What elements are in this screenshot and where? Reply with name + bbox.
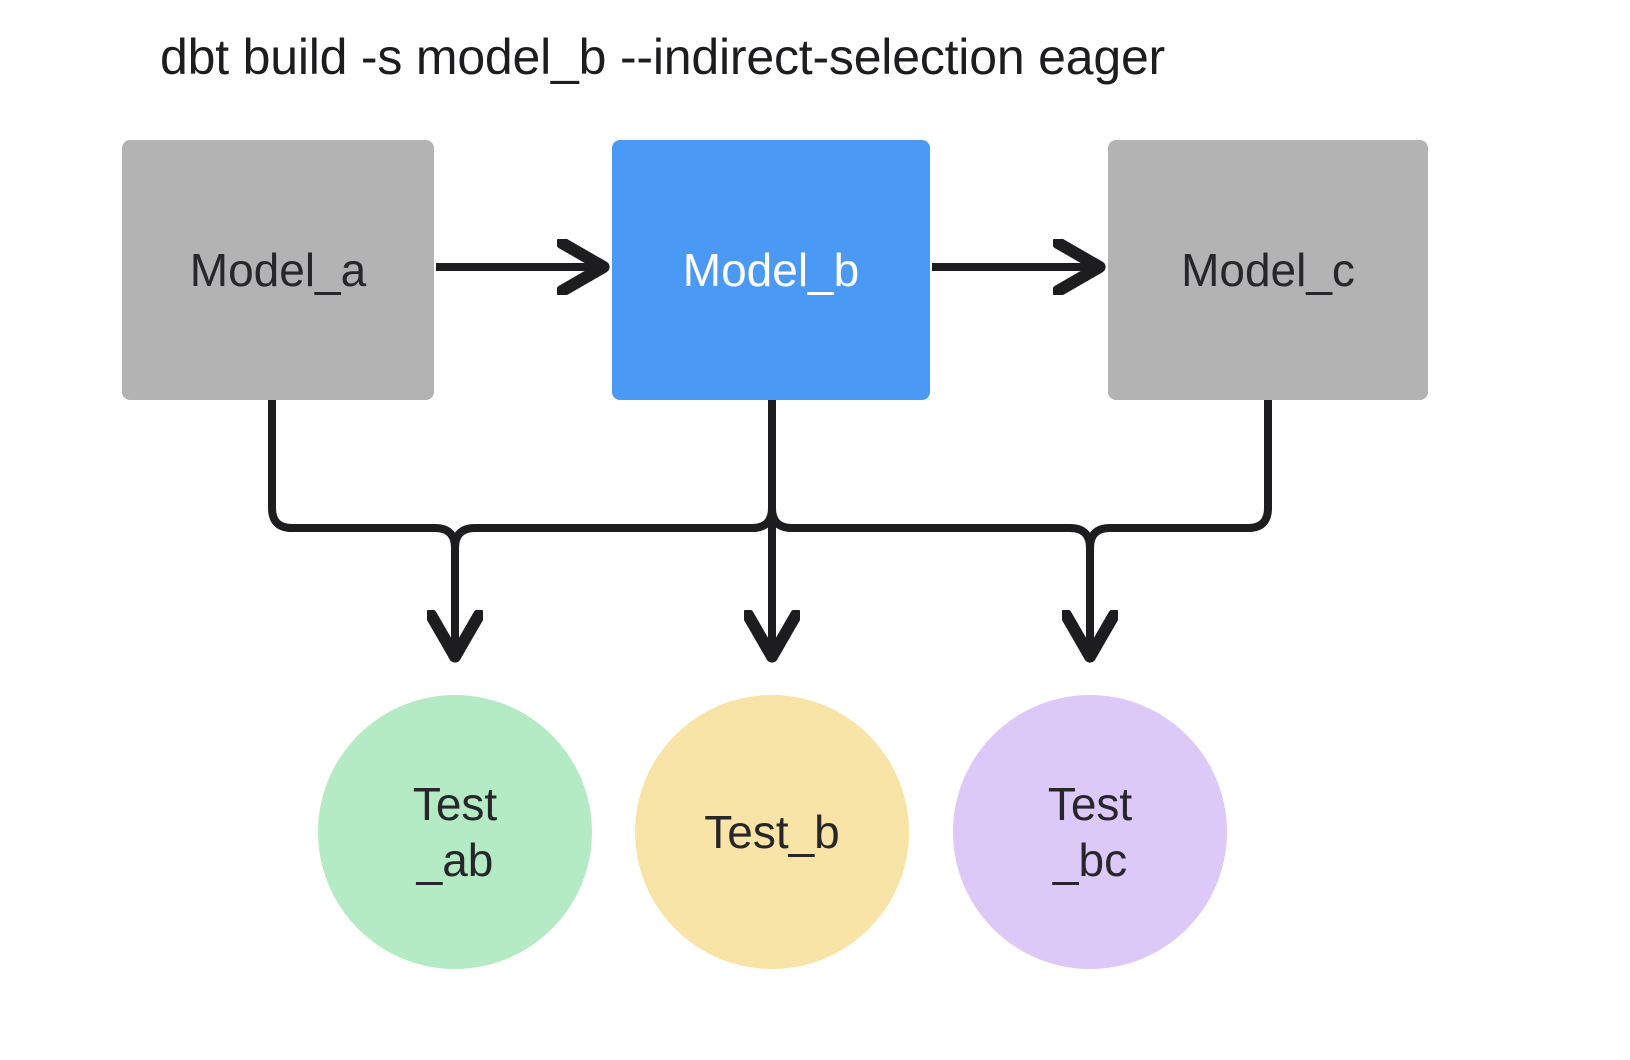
edge-b-to-test-bc — [768, 400, 1090, 655]
node-test-ab-label-line-2: _ab — [416, 834, 494, 886]
node-test-ab[interactable]: Test _ab — [318, 695, 592, 969]
node-test-bc-label-line-1: Test — [1047, 777, 1133, 830]
node-model-a[interactable]: Model_a — [122, 140, 434, 400]
node-test-bc[interactable]: Test _bc — [953, 695, 1227, 969]
page-title: dbt build -s model_b --indirect-selectio… — [160, 29, 1166, 85]
edge-b-to-test-ab — [451, 400, 776, 655]
node-test-b-label-line-1: Test_b — [704, 805, 840, 858]
node-model-a-label: Model_a — [189, 244, 367, 296]
node-model-b-label: Model_b — [682, 244, 860, 296]
node-model-b[interactable]: Model_b — [612, 140, 930, 400]
node-test-ab-label-line-1: Test — [412, 777, 498, 830]
node-test-bc-label-line-2: _bc — [1052, 834, 1128, 886]
edge-c-to-test-bc — [1086, 400, 1272, 655]
node-test-b[interactable]: Test_b — [635, 695, 909, 969]
node-model-c[interactable]: Model_c — [1108, 140, 1428, 400]
edge-a-to-test-ab — [268, 400, 455, 655]
node-model-c-label: Model_c — [1181, 244, 1355, 296]
